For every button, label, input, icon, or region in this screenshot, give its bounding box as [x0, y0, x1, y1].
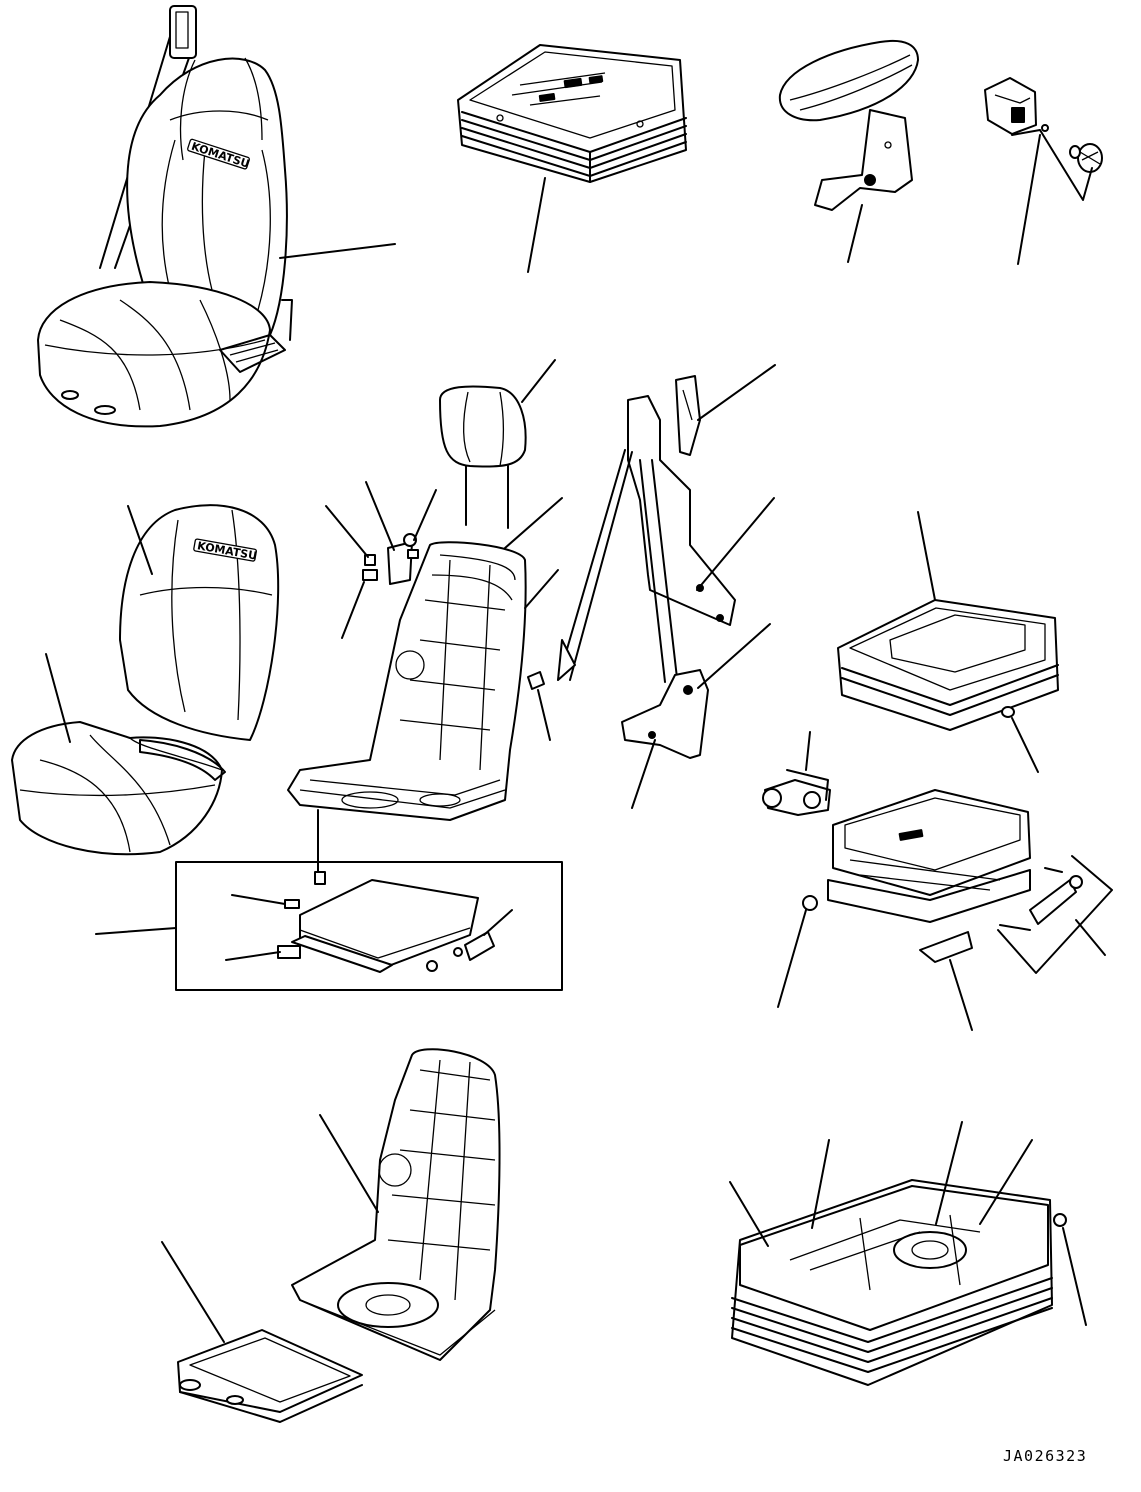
- seat-belt-bracket: [557, 364, 776, 809]
- frame-fasteners: [325, 481, 551, 741]
- figure-id: JA026323: [1003, 1447, 1088, 1465]
- seat-slider-base: [161, 1241, 363, 1423]
- suspension-boot: [837, 511, 1059, 773]
- suspension-assembly-lower: [729, 1121, 1087, 1386]
- suspension-mechanism: [762, 731, 1113, 1031]
- switch-and-knob: [984, 77, 1103, 265]
- seat-assembly-complete: KOMATSU: [37, 5, 396, 428]
- armrest: [778, 40, 919, 263]
- seat-covers: KOMATSU: [11, 504, 280, 856]
- slide-rail-inset: [95, 809, 563, 991]
- seat-frame: [287, 497, 563, 821]
- suspension-unit: [457, 44, 687, 273]
- headrest: [439, 359, 556, 529]
- seat-frame-lower: [291, 1048, 501, 1361]
